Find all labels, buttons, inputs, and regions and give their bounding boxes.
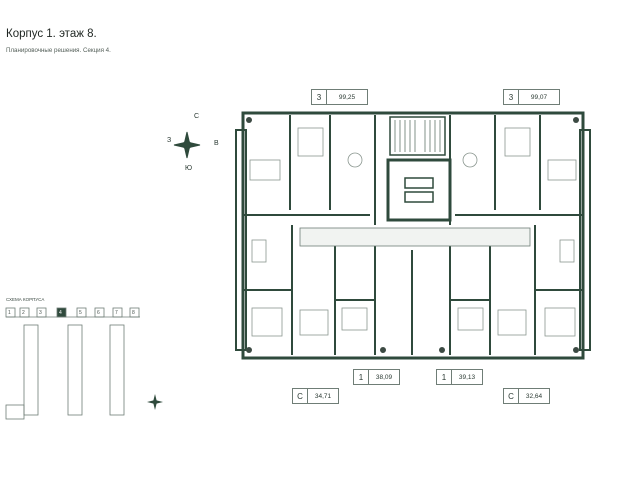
apartment-tag[interactable]: С 32,64 (503, 388, 550, 404)
scheme-section[interactable]: 5 (79, 310, 82, 316)
compass-east: В (214, 140, 219, 147)
scheme-section[interactable]: 6 (97, 310, 100, 316)
compass-north: С (194, 113, 200, 120)
apartment-area: 32,64 (525, 392, 543, 400)
apartment-tag[interactable]: С 34,71 (292, 388, 339, 404)
plant-markers (246, 117, 579, 353)
scheme-section[interactable]: 8 (132, 310, 135, 316)
scheme-section[interactable]: 3 (39, 310, 42, 316)
apartment-rooms: С (293, 389, 308, 403)
apartment-area: 34,71 (314, 392, 332, 400)
scheme-section-active[interactable]: 4 (59, 310, 62, 316)
apartment-rooms: 3 (312, 90, 327, 104)
compass-south: Ю (185, 165, 193, 172)
apartment-rooms: 1 (437, 370, 452, 384)
stair-core (386, 116, 452, 222)
page-title: Корпус 1. этаж 8. (6, 28, 97, 40)
apartment-rooms: С (504, 389, 519, 403)
apartment-area: 99,07 (530, 93, 548, 101)
scheme-section[interactable]: 2 (22, 310, 25, 316)
apartment-tag[interactable]: 1 39,13 (436, 369, 483, 385)
corridor (299, 227, 531, 247)
page-subtitle: Планировочные решения. Секция 4. (6, 47, 111, 54)
apartment-rooms: 3 (504, 90, 519, 104)
apartment-tag[interactable]: 3 99,25 (311, 89, 368, 105)
building-outline (235, 111, 591, 360)
apartment-rooms: 1 (354, 370, 369, 384)
compass-rose (173, 131, 201, 159)
scheme-section[interactable]: 1 (8, 310, 11, 316)
apartment-area: 38,09 (375, 373, 393, 381)
apartment-tag[interactable]: 1 38,09 (353, 369, 400, 385)
apartment-area: 99,25 (338, 93, 356, 101)
compass-west: З (167, 137, 172, 144)
interior-walls (243, 115, 583, 355)
building-scheme (5, 307, 140, 420)
apartment-tag[interactable]: 3 99,07 (503, 89, 560, 105)
furniture (249, 127, 577, 337)
scheme-label: СХЕМА КОРПУСА (6, 297, 45, 302)
scheme-section[interactable]: 7 (115, 310, 118, 316)
apartment-area: 39,13 (458, 373, 476, 381)
compass-rose-small (147, 394, 163, 410)
